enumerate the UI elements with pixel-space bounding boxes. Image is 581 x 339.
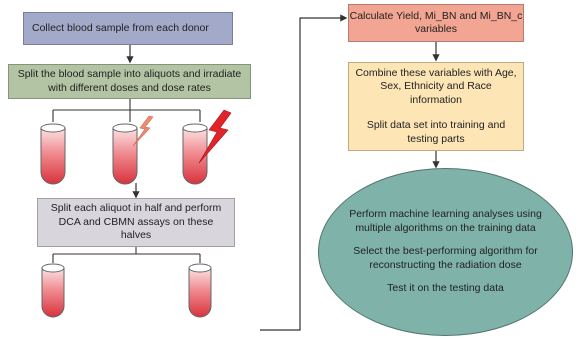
ml-perform-text: Perform machine learning analyses using … (349, 208, 542, 234)
collect-sample-text: Collect blood sample from each donor (32, 21, 209, 34)
tube-half-1 (41, 263, 65, 318)
combine-variables-text: Combine these variables with Age, Sex, E… (355, 66, 517, 106)
bracket-top (52, 99, 201, 122)
ml-test-text: Test it on the testing data (387, 282, 504, 295)
ml-select-text: Select the best-performing algorithm for… (353, 245, 538, 271)
collect-sample-box: Collect blood sample from each donor (23, 12, 233, 45)
split-aliquots-box: Split the blood sample into aliquots and… (8, 64, 251, 99)
machine-learning-ellipse: Perform machine learning analyses using … (318, 168, 573, 336)
split-aliquots-text: Split the blood sample into aliquots and… (17, 68, 242, 94)
split-halves-text: Split each aliquot in half and perform D… (50, 202, 222, 242)
tube-1 (40, 123, 66, 185)
split-halves-box: Split each aliquot in half and perform D… (37, 198, 235, 247)
calculate-variables-box: Calculate Yield, Mi_BN and Mi_BN_c varia… (348, 4, 524, 42)
calculate-variables-text: Calculate Yield, Mi_BN and Mi_BN_c varia… (349, 9, 523, 35)
lightning-small-icon (132, 115, 154, 147)
combine-variables-box: Combine these variables with Age, Sex, E… (348, 62, 524, 151)
split-data-text: Split data set into training and testing… (366, 119, 506, 145)
tube-3 (182, 123, 208, 185)
tube-2 (112, 123, 138, 185)
tube-half-2 (188, 263, 212, 318)
lightning-large-icon (198, 109, 232, 164)
connector-to-calculate (260, 14, 348, 331)
bracket-bottom (52, 247, 201, 263)
